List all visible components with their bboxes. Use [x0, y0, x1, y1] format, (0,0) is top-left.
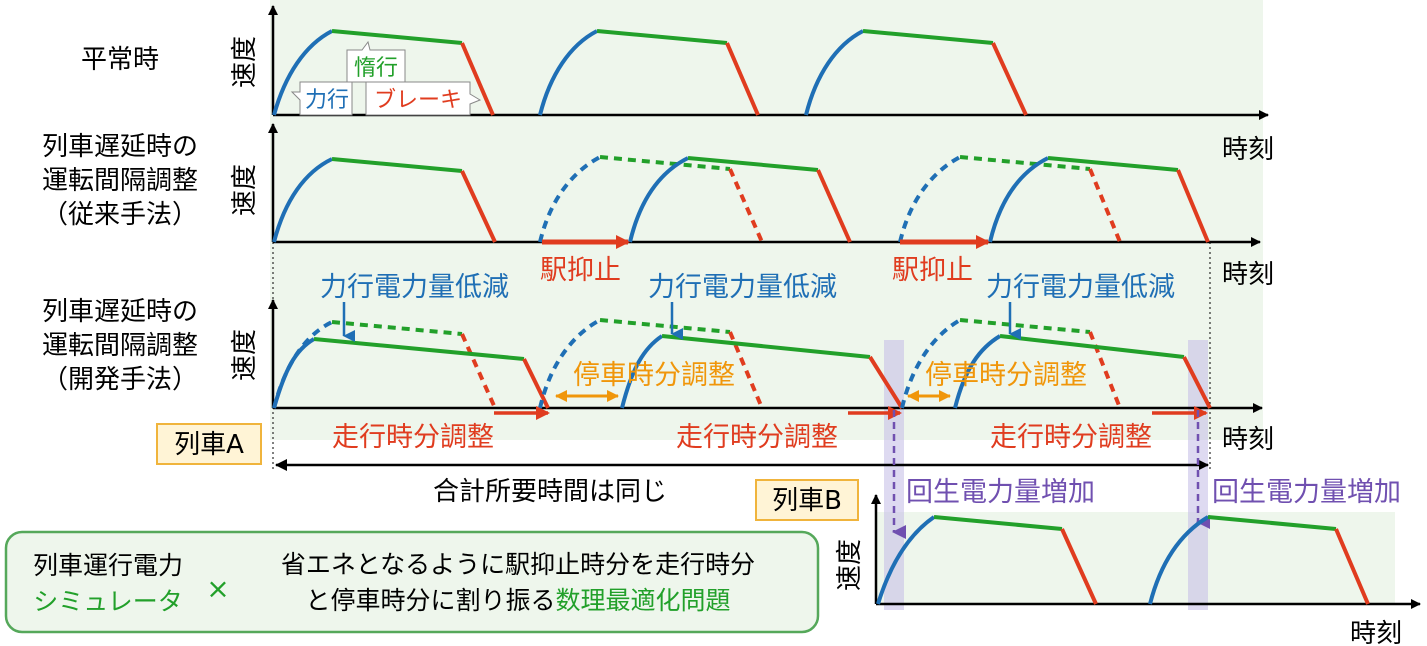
station-hold-label-1: 駅抑止: [540, 255, 621, 286]
row1-x-axis-label: 時刻: [1222, 135, 1274, 165]
running-adjust-label-2: 走行時分調整: [676, 422, 838, 453]
row2-trip-2-actual: [628, 156, 852, 243]
train-b-label: 列車B: [772, 486, 842, 516]
row1-trip-3: [804, 29, 1028, 116]
running-adjust-label-1: 走行時分調整: [332, 422, 494, 453]
train-a-label: 列車A: [174, 430, 244, 460]
svg-text:惰行: 惰行: [354, 56, 398, 81]
svg-text:力行: 力行: [305, 88, 349, 113]
row-label-developed-1: 列車遅延時の: [42, 297, 198, 327]
powering-reduction-label-3: 力行電力量低減: [986, 272, 1175, 303]
row2-trip-1: [272, 157, 497, 243]
row3-trip-1-actual: [272, 337, 550, 409]
running-adjust-label-3: 走行時分調整: [990, 422, 1152, 453]
summary-desc-line2-b: 数理最適化問題: [556, 586, 731, 615]
panel-background-main: [270, 0, 1263, 440]
row-label-normal: 平常時: [81, 45, 159, 75]
trainb-trip-1: [876, 515, 1098, 605]
times-symbol: ×: [206, 572, 229, 605]
summary-desc-line1: 省エネとなるように駅抑止時分を走行時分: [281, 550, 755, 579]
dwell-adjust-label-2: 停車時分調整: [925, 360, 1087, 391]
station-hold-label-2: 駅抑止: [892, 255, 973, 286]
callout-coasting: 惰行: [346, 40, 406, 83]
row1-trip-1: [272, 29, 495, 116]
regen-label-1: 回生電力量増加: [906, 477, 1095, 508]
y-axis-label-row3: 速度: [230, 329, 260, 381]
callout-powering: 力行: [290, 81, 353, 116]
trainb-trip-2: [1148, 515, 1370, 605]
row-label-developed-2: 運転間隔調整: [42, 331, 198, 361]
powering-reduction-label-1: 力行電力量低減: [320, 272, 509, 303]
callout-braking: ブレーキ: [365, 81, 482, 116]
total-time-label: 合計所要時間は同じ: [433, 477, 667, 507]
row2-trip-3-planned: [898, 155, 1122, 243]
row3-trip-3-actual: [953, 334, 1212, 409]
regen-label-2: 回生電力量増加: [1212, 477, 1401, 508]
simulator-line2: シミュレータ: [33, 587, 183, 616]
row1-trip-2: [538, 29, 760, 116]
trainb-x-axis-label: 時刻: [1350, 619, 1402, 646]
summary-desc-line2: と停車時分に割り振る数理最適化問題: [305, 586, 730, 615]
row2-x-axis-label: 時刻: [1222, 260, 1274, 290]
summary-desc-line2-a: と停車時分に割り振る: [305, 586, 555, 615]
row3-trip-3-planned: [900, 318, 1122, 409]
row-label-developed-3: （開発手法）: [42, 365, 198, 395]
row3-trip-2-planned: [538, 318, 764, 409]
simulator-line1: 列車運行電力: [33, 551, 183, 580]
summary-box: [4, 530, 820, 634]
row2-trip-3-actual: [988, 156, 1210, 243]
row2-trip-2-planned: [538, 155, 764, 243]
row3-trip-2-actual: [620, 334, 904, 410]
row-label-conventional-2: 運転間隔調整: [42, 166, 198, 196]
train-b-label-box: [755, 479, 859, 521]
row-label-conventional-1: 列車遅延時の: [42, 132, 198, 162]
row-label-conventional-3: （従来手法）: [42, 200, 198, 230]
y-axis-label-row1: 速度: [230, 36, 260, 88]
svg-text:ブレーキ: ブレーキ: [374, 88, 462, 113]
y-axis-label-row2: 速度: [230, 164, 260, 216]
row3-x-axis-label: 時刻: [1222, 425, 1274, 455]
dwell-adjust-label-1: 停車時分調整: [573, 360, 735, 391]
train-a-label-box: [156, 423, 262, 465]
powering-reduction-label-2: 力行電力量低減: [648, 272, 837, 303]
y-axis-label-train-b: 速度: [835, 539, 865, 591]
